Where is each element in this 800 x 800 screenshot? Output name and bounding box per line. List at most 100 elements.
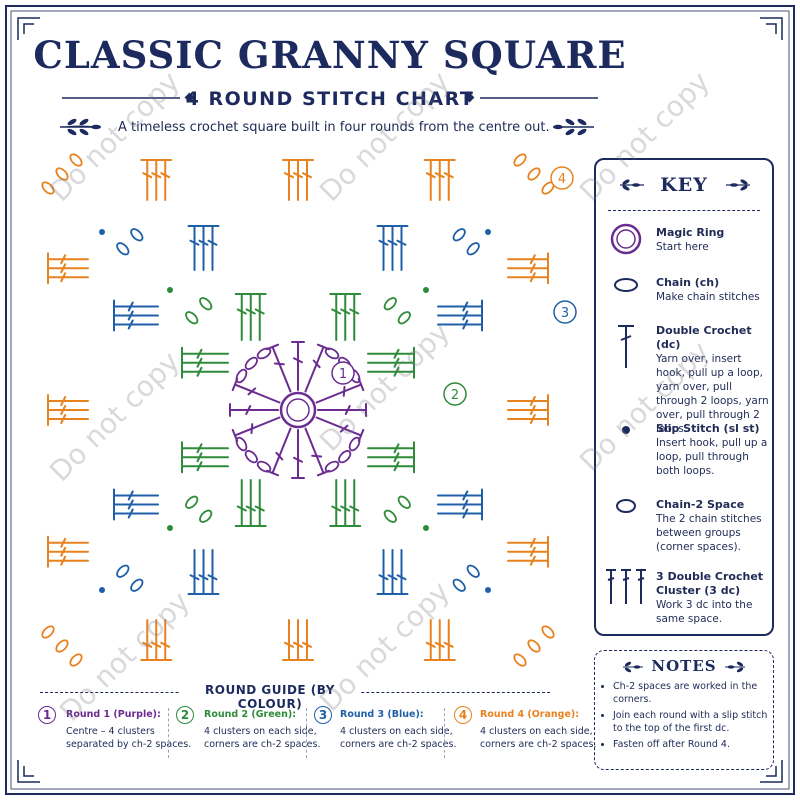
double-crochet-stitch bbox=[47, 544, 89, 559]
double-crochet-stitch bbox=[347, 293, 362, 341]
double-crochet-stitch bbox=[243, 293, 258, 341]
chain-stitch bbox=[338, 450, 352, 464]
chain-stitch bbox=[185, 311, 199, 325]
magic-ring-inner bbox=[286, 398, 310, 422]
round-2-label: 2 bbox=[443, 382, 467, 406]
double-crochet-stitch bbox=[367, 364, 415, 379]
double-crochet-stitch bbox=[113, 497, 159, 512]
double-crochet-stitch bbox=[291, 159, 305, 201]
double-crochet-stitch bbox=[507, 394, 549, 408]
double-crochet-stitch bbox=[367, 346, 415, 361]
chain-stitch bbox=[116, 564, 130, 578]
guide-separator bbox=[306, 708, 307, 758]
chain-stitch bbox=[256, 347, 272, 360]
chain-stitch bbox=[185, 495, 199, 509]
page-subtitle: 4 ROUND STITCH CHART bbox=[185, 88, 475, 110]
chain-2-space-icon bbox=[616, 499, 636, 513]
key-title-leaf-right-icon bbox=[726, 179, 750, 191]
chain-stitch bbox=[348, 436, 361, 452]
double-crochet-stitch bbox=[47, 394, 89, 408]
double-crochet-stitch bbox=[47, 270, 89, 285]
double-crochet-stitch bbox=[441, 619, 456, 661]
double-crochet-stitch bbox=[158, 159, 173, 201]
double-crochet-stitch bbox=[432, 159, 447, 201]
description-text: A timeless crochet square built in four … bbox=[118, 120, 550, 135]
key-item-double-crochet: Double Crochet (dc)Yarn over, insert hoo… bbox=[656, 324, 769, 435]
notes-list: Ch-2 spaces are worked in the corners. J… bbox=[603, 681, 777, 756]
note-item: Fasten off after Round 4. bbox=[613, 739, 777, 752]
svg-text:1: 1 bbox=[339, 367, 347, 382]
double-crochet-stitch bbox=[140, 619, 155, 661]
double-crochet-stitch bbox=[367, 450, 415, 465]
double-crochet-stitch bbox=[441, 159, 456, 201]
chain-stitch bbox=[244, 356, 258, 370]
round-guide-item-3: Round 3 (Blue):4 clusters on each side, … bbox=[340, 709, 457, 750]
double-crochet-stitch bbox=[252, 479, 267, 527]
double-crochet-stitch bbox=[187, 549, 202, 595]
double-crochet-stitch bbox=[140, 159, 155, 201]
page-title: CLASSIC GRANNY SQUARE bbox=[33, 33, 627, 77]
double-crochet-stitch bbox=[507, 403, 549, 417]
round-1-badge: 1 bbox=[38, 706, 56, 724]
round-guide-title: ROUND GUIDE (BY COLOUR) bbox=[180, 683, 360, 711]
double-crochet-stitch bbox=[437, 488, 483, 503]
double-crochet-stitch bbox=[113, 317, 159, 332]
double-crochet-stitch bbox=[437, 506, 483, 521]
double-crochet-stitch bbox=[47, 412, 89, 426]
double-crochet-stitch bbox=[507, 412, 549, 426]
slip-stitch bbox=[423, 287, 429, 293]
chain-stitch bbox=[235, 368, 248, 384]
double-crochet-stitch bbox=[507, 544, 549, 559]
slip-stitch bbox=[423, 525, 429, 531]
double-crochet-stitch bbox=[437, 308, 483, 323]
chain-stitch bbox=[466, 242, 480, 256]
double-crochet-stitch bbox=[437, 299, 483, 314]
round-1-label: 1 bbox=[331, 361, 355, 385]
double-crochet-stitch bbox=[385, 549, 400, 595]
double-crochet-stitch bbox=[394, 225, 409, 271]
double-crochet-stitch bbox=[376, 225, 391, 271]
double-crochet-stitch bbox=[158, 619, 173, 661]
double-crochet-stitch bbox=[329, 479, 344, 527]
chain-stitch bbox=[452, 228, 466, 242]
chain-stitch bbox=[513, 153, 527, 167]
round-guide-item-4: Round 4 (Orange):4 clusters on each side… bbox=[480, 709, 597, 750]
double-crochet-stitch bbox=[507, 535, 549, 550]
svg-text:4: 4 bbox=[558, 172, 566, 187]
double-crochet-stitch bbox=[423, 159, 438, 201]
chain-stitch bbox=[116, 242, 130, 256]
double-crochet-stitch bbox=[187, 225, 202, 271]
double-crochet-stitch bbox=[385, 225, 400, 271]
double-crochet-stitch bbox=[205, 225, 220, 271]
double-crochet-stitch bbox=[196, 225, 211, 271]
double-crochet-stitch bbox=[338, 293, 353, 341]
double-crochet-stitch bbox=[329, 293, 344, 341]
slip-stitch bbox=[99, 229, 105, 235]
chain-stitch bbox=[199, 297, 213, 311]
guide-separator bbox=[444, 708, 445, 758]
double-crochet-stitch bbox=[437, 317, 483, 332]
leaf-ornament-left-icon bbox=[60, 118, 101, 136]
round-guide-item-1: Round 1 (Purple):Centre – 4 clusters sep… bbox=[66, 709, 192, 750]
chain-stitch bbox=[466, 564, 480, 578]
round-4-label: 4 bbox=[550, 166, 574, 190]
slip-stitch-icon bbox=[622, 426, 630, 434]
svg-text:3: 3 bbox=[561, 306, 569, 321]
key-item-cluster: 3 Double Crochet Cluster (3 dc)Work 3 dc… bbox=[656, 570, 764, 625]
chain-stitch bbox=[256, 460, 272, 473]
key-item-chain: Chain (ch)Make chain stitches bbox=[656, 276, 760, 303]
double-crochet-stitch bbox=[338, 479, 353, 527]
chain-stitch bbox=[527, 167, 541, 181]
double-crochet-stitch bbox=[252, 293, 267, 341]
double-crochet-stitch bbox=[181, 355, 229, 370]
double-crochet-stitch bbox=[196, 549, 211, 595]
double-crochet-stitch bbox=[347, 479, 362, 527]
double-crochet-stitch bbox=[113, 299, 159, 314]
double-crochet-stitch bbox=[282, 619, 296, 661]
double-crochet-stitch bbox=[47, 252, 89, 267]
double-crochet-stitch bbox=[181, 441, 229, 456]
chain-stitch bbox=[69, 653, 83, 667]
chain-stitch bbox=[324, 347, 340, 360]
chain-stitch bbox=[199, 509, 213, 523]
